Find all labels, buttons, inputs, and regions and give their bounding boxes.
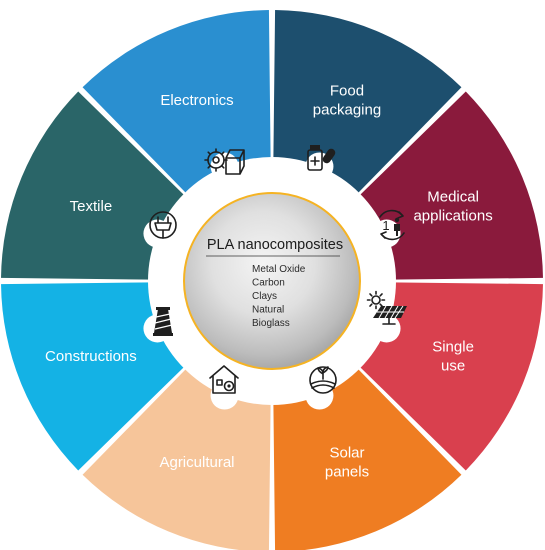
center-item: Metal Oxide — [252, 264, 306, 275]
single-use-icon: 1 — [379, 209, 405, 241]
segment-agricultural — [82, 365, 271, 550]
segment-textile — [1, 91, 188, 280]
segment-constructions — [1, 282, 188, 471]
segment-label: Single use — [432, 339, 474, 375]
center-item: Bioglass — [252, 318, 290, 329]
textile-icon — [153, 307, 173, 336]
segment-label-line: use — [441, 358, 465, 375]
segment-label: Solar panels — [325, 445, 369, 481]
ring-knob — [372, 314, 401, 343]
segment-label-line: Electronics — [160, 92, 233, 109]
segment-label-line: applications — [413, 207, 492, 224]
center-item: Natural — [252, 305, 284, 316]
segment-label-line: packaging — [313, 101, 381, 118]
agriculture-icon — [309, 366, 337, 394]
segment-label-line: Textile — [70, 198, 113, 215]
ring-knob — [372, 219, 401, 248]
center-hub: PLA nanocomposites Metal OxideCarbonClay… — [183, 192, 361, 370]
segment-icons: 1 — [149, 145, 407, 394]
segment-label: Food packaging — [313, 82, 381, 118]
plug-icon — [149, 211, 177, 239]
segment-label-line: Constructions — [45, 348, 137, 365]
segment-label-line: Single — [432, 339, 474, 356]
segment-label-line: Agricultural — [159, 454, 234, 471]
segment-solar-panels — [273, 365, 462, 550]
segment-label: Electronics — [160, 92, 233, 109]
segment-label-line: Medical — [427, 188, 479, 205]
ring-knob — [210, 381, 239, 410]
svg-text:1: 1 — [382, 218, 389, 233]
segment-label: Medical applications — [413, 188, 492, 224]
medicine-icon — [307, 145, 336, 171]
segment-label-line: Food — [330, 82, 364, 99]
segment-label: Constructions — [45, 348, 137, 365]
segment-label: Agricultural — [159, 454, 234, 471]
center-item: Carbon — [252, 278, 285, 289]
gear-box-icon — [204, 148, 245, 175]
center-item: Clays — [252, 291, 277, 302]
segment-label: Textile — [70, 198, 113, 215]
construction-icon — [209, 365, 239, 394]
segment-electronics — [82, 10, 271, 197]
segment-medical-applications — [356, 91, 543, 280]
segment-label-line: Solar — [329, 445, 364, 462]
center-title: PLA nanocomposites — [207, 237, 343, 253]
center-sphere — [183, 192, 361, 370]
solar-panel-icon — [366, 290, 407, 325]
segment-label-line: panels — [325, 464, 369, 481]
segment-single-use — [356, 282, 543, 471]
